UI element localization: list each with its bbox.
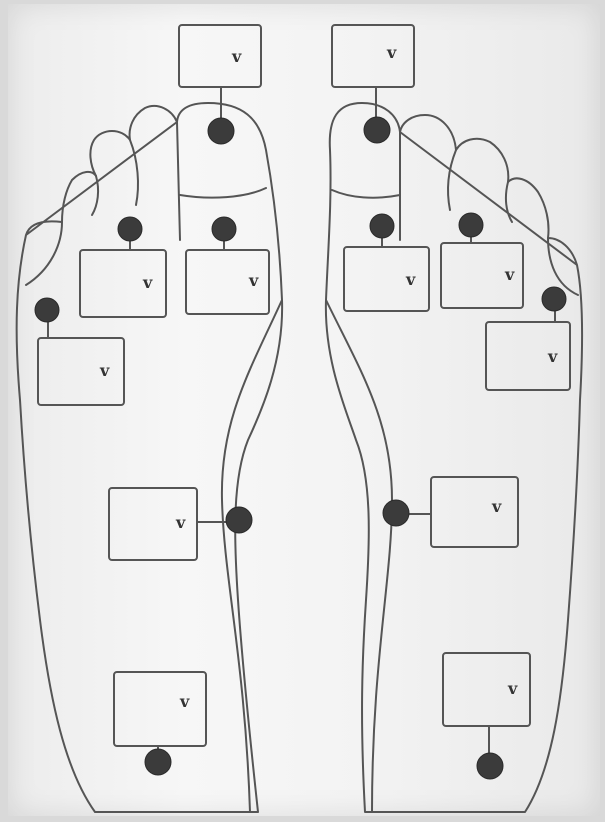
sensor-dot: [542, 287, 566, 311]
sensor-label: v: [248, 271, 259, 290]
left-foot-outline: [17, 103, 283, 812]
sensor-box: [38, 338, 124, 405]
sensor-label: v: [507, 679, 518, 698]
left-toe-line-3: [130, 140, 138, 205]
sensor-dot: [118, 217, 142, 241]
left-toe-line-2: [92, 176, 98, 215]
sensor-left-midfoot: v: [109, 488, 252, 560]
left-big-toe-base: [180, 188, 266, 198]
sensor-box: [332, 25, 414, 87]
sensor-dot: [212, 217, 236, 241]
sensor-box: [80, 250, 166, 317]
sensor-box: [486, 322, 570, 390]
sensor-right-met-mid: v: [441, 213, 523, 308]
sensor-dot: [364, 117, 390, 143]
sensor-right-midfoot: v: [383, 477, 518, 547]
sensor-right-heel: v: [443, 653, 530, 779]
sensor-box: [179, 25, 261, 87]
sensor-label: v: [99, 361, 110, 380]
right-toe-line-3: [448, 150, 456, 210]
sensor-right-met-inner: v: [344, 214, 429, 311]
sensor-left-met-outer-toe: v: [80, 217, 166, 317]
sensor-label: v: [179, 692, 190, 711]
sensor-dot: [35, 298, 59, 322]
right-foot: [326, 103, 582, 812]
sensor-dot: [208, 118, 234, 144]
sensor-dot: [459, 213, 483, 237]
sensor-left-big-toe: v: [179, 25, 261, 144]
sensor-label: v: [386, 43, 397, 62]
sensor-label: v: [491, 497, 502, 516]
sensor-dot: [383, 500, 409, 526]
sensor-label: v: [175, 513, 186, 532]
sensor-label: v: [504, 265, 515, 284]
sensor-box: [431, 477, 518, 547]
sensor-box: [344, 247, 429, 311]
sensor-label: v: [405, 270, 416, 289]
sensor-box: [114, 672, 206, 746]
sensor-right-met-outer: v: [486, 287, 570, 390]
sensor-label: v: [142, 273, 153, 292]
sensor-dot: [226, 507, 252, 533]
right-foot-outline: [326, 103, 582, 812]
sensor-label: v: [231, 47, 242, 66]
sensor-left-met-mid: v: [186, 217, 269, 314]
left-foot: [17, 103, 283, 812]
sensor-dot: [145, 749, 171, 775]
sensor-dot: [477, 753, 503, 779]
right-big-toe-base: [332, 190, 400, 198]
sensor-label: v: [547, 347, 558, 366]
sensor-left-heel: v: [114, 672, 206, 775]
sensor-dot: [370, 214, 394, 238]
